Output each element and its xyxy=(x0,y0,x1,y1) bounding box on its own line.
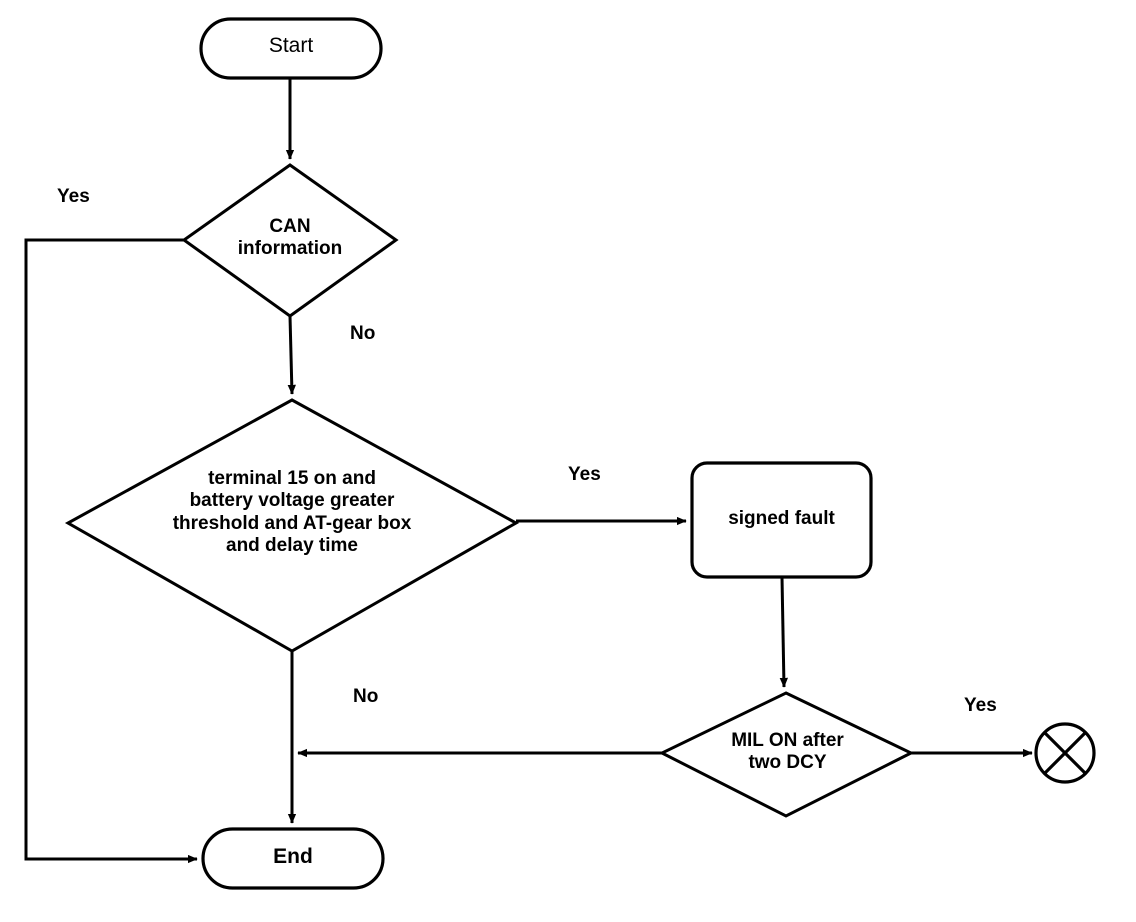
node-can-decision[interactable] xyxy=(181,163,399,318)
node-start[interactable] xyxy=(199,17,383,80)
mil-lamp-icon[interactable] xyxy=(1034,722,1096,784)
edge-fault-to-mil xyxy=(779,576,789,688)
node-condition-decision[interactable] xyxy=(64,398,520,653)
node-signed-fault[interactable] xyxy=(690,461,873,579)
edge-can-no-to-condition xyxy=(287,315,296,395)
edge-can-yes-to-end xyxy=(24,238,198,864)
node-mil-decision[interactable] xyxy=(658,691,915,818)
node-end[interactable] xyxy=(201,827,385,890)
